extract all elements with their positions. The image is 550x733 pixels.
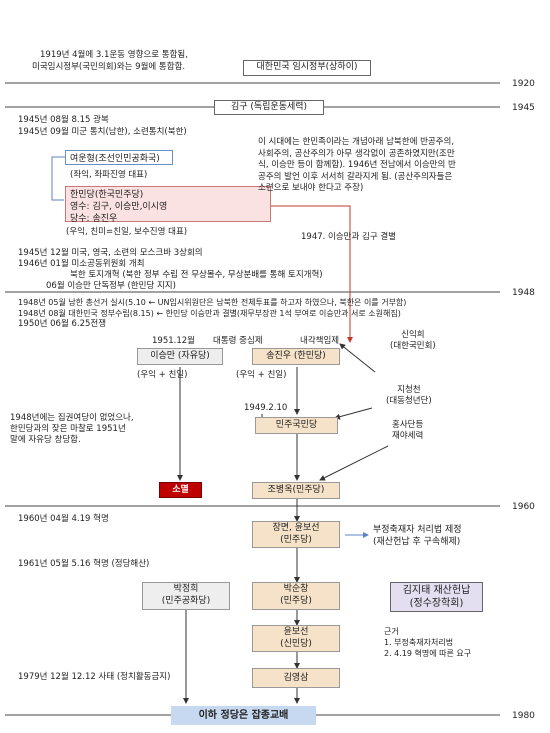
song-note: (우익 + 친일): [236, 370, 287, 380]
provisional-government-box: 대한민국 임시정부(상하이): [243, 60, 371, 76]
kimgu-box: 김구 (독립운동세력): [214, 100, 324, 115]
yoon-box: 윤보선 (신민당): [252, 625, 340, 652]
jo-box: 조병옥(민주당): [252, 482, 340, 499]
jang-box: 장면, 윤보선 (민주당): [252, 521, 340, 548]
bottom-box: 이하 정당은 잡종교배: [171, 706, 316, 725]
year-1948: 1948: [512, 288, 535, 298]
hanmin-line1: 한민당(한국민주당): [70, 190, 144, 200]
revolution-516: 1961년 05월 5.16 혁명 (정당해산): [18, 559, 150, 569]
top-note-line1: 1919년 4월에 3.1운동 영향으로 통합됨,: [40, 50, 188, 60]
incident-1212: 1979년 12월 12.12 사태 (정치활동금지): [18, 672, 171, 682]
right-era-note: 이 시대에는 한민족이라는 개념아래 남북한에 반공주의, 사회주의, 공산주의…: [258, 137, 456, 193]
year-1920: 1920: [512, 79, 535, 89]
revolution-419: 1960년 04월 4.19 혁명: [18, 514, 109, 524]
event-1945-08: 1945년 08월 8.15 광복: [18, 115, 109, 125]
kimys-box: 김영삼: [252, 668, 340, 688]
jichung-label: 지청천 (대동청년단): [386, 385, 432, 406]
event-1948-08: 1948년 08월 대한민국 정부수립(8.15) ← 한민당 이승만과 결별(…: [18, 309, 401, 318]
extinct-box: 소멸: [159, 482, 202, 498]
kimjitae-box: 김지태 재산헌납 (정수장학회): [390, 582, 483, 612]
park-box: 박정희 (민주공화당): [142, 582, 230, 610]
event-1946-01: 1946년 01월 미소공동위원회 개최: [18, 259, 145, 269]
year-1980: 1980: [512, 711, 535, 721]
year-1945: 1945: [512, 103, 535, 113]
event-1945-12: 1945년 12월 미국, 영국, 소련의 모스크바 3상회의: [18, 248, 203, 258]
hanmin-note: (우익, 친미=친일, 보수진영 대표): [66, 227, 188, 237]
top-note-line2: 미국임시정부(국민의회)와는 9월에 통합함.: [32, 62, 186, 72]
rupture-arrow: [270, 205, 353, 343]
shinik-label: 신익희 (대한국민회): [390, 330, 436, 351]
minkuk-box: 민주국민당: [255, 417, 338, 434]
left-branch-date: 1951.12월: [152, 336, 195, 346]
bujeong-label: 부정축재자 처리법 제정 (재산헌납 후 구속해제): [373, 525, 462, 547]
basis-list: 근거 1. 부정축재자처리법 2. 4.19 혁명에 따른 요구: [384, 627, 472, 658]
event-1945-09: 1945년 09월 미군 통치(남한), 소련통치(북한): [18, 127, 187, 137]
rhee-box: 이승만 (자유당): [137, 348, 223, 365]
year-1960: 1960: [512, 502, 535, 512]
rhee-note: (우익 + 친일): [137, 370, 188, 380]
right-branch-label: 내각책임제: [300, 336, 340, 346]
note-1948: 1948년에는 집권여당이 없었으나, 한민당과의 잦은 마찰로 1951년 말…: [10, 413, 134, 445]
hanmin-line3: 당수: 송진우: [70, 214, 118, 224]
hongsa-label: 홍사단등 재야세력: [392, 420, 424, 441]
yeo-box: 여운형(조선인민공화국): [65, 150, 173, 165]
yeo-bracket: [51, 156, 72, 201]
event-1946-06: 06월 이승만 단독정부 (한민당 지지): [46, 281, 176, 291]
hanmin-box: 한민당(한국민주당) 영수: 김구, 이승만,이시영 당수: 송진우: [65, 186, 271, 224]
event-1948-05: 1948년 05월 남한 총선거 실시(5.10 ← UN임시위원단은 남북한 …: [18, 298, 407, 307]
song-box: 송진우 (한민당): [252, 348, 340, 365]
yeo-note: (좌익, 좌파진영 대표): [70, 170, 148, 180]
rupture-label: 1947. 이승만과 김구 결별: [301, 232, 397, 242]
date-1949: 1949.2.10: [244, 403, 288, 413]
hanmin-line2: 영수: 김구, 이승만,이시영: [70, 202, 168, 212]
event-1950-06: 1950년 06월 6.25전쟁: [18, 319, 107, 329]
event-north-land-reform: 북한 토지개혁 (북한 정부 수립 전 무상몰수, 무상분배를 통해 토지개혁): [70, 270, 323, 280]
parksun-box: 박순창 (민주당): [252, 582, 340, 610]
left-branch-label: 대통령 중심제: [213, 336, 263, 346]
